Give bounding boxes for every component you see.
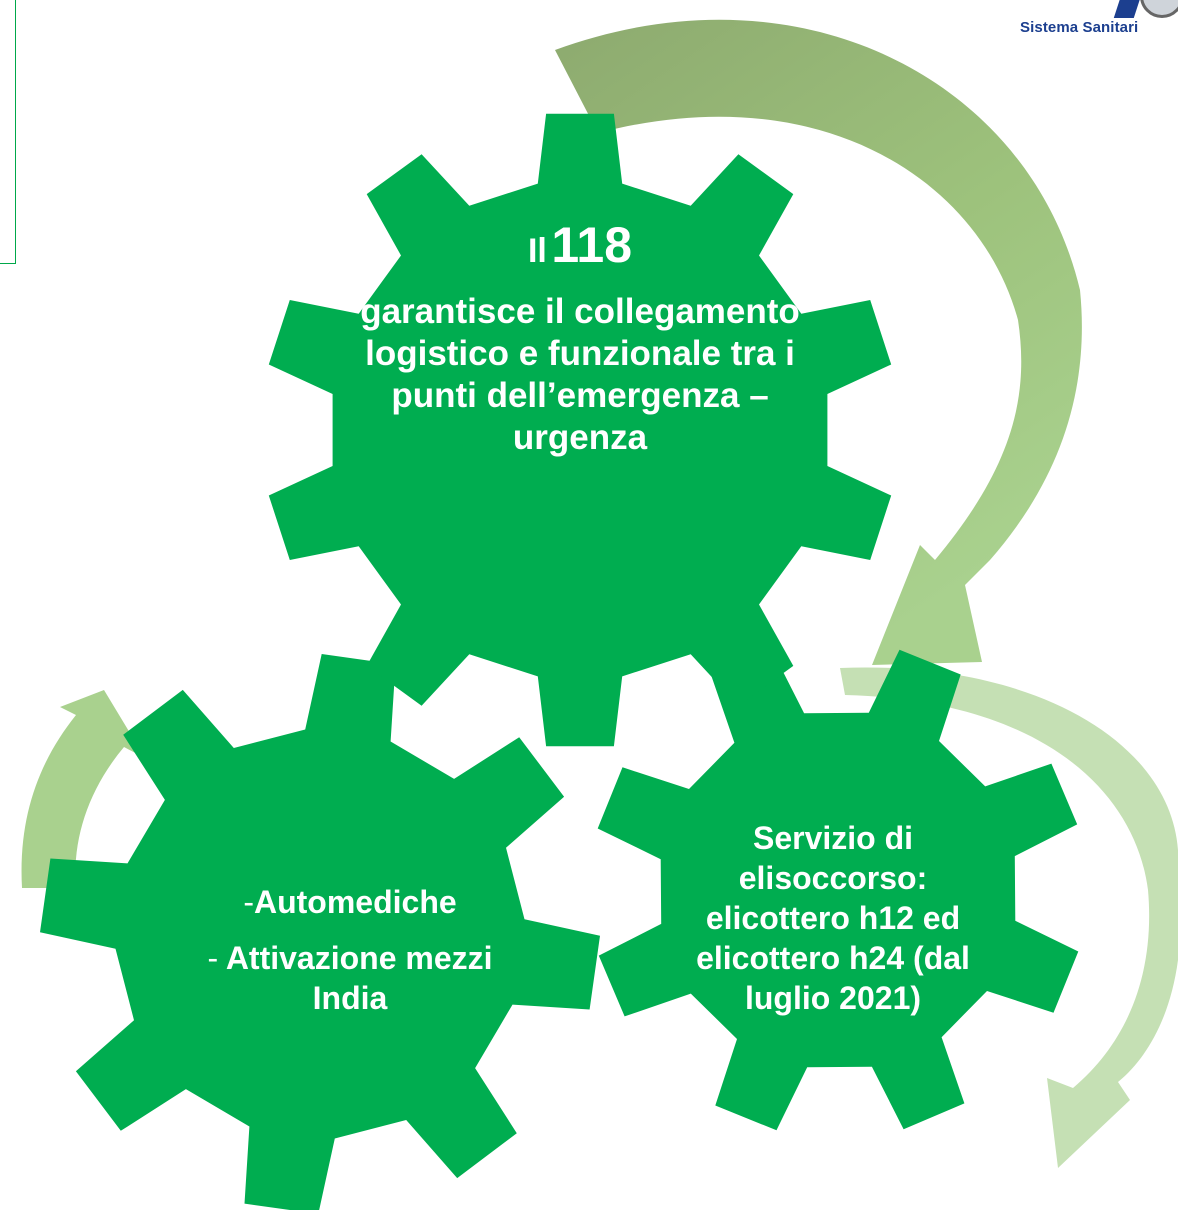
left-gear-item: -Automediche	[243, 884, 457, 920]
logo-mark-icon	[1113, 0, 1143, 18]
heading-prefix: Il	[527, 232, 547, 270]
logo-text: Sistema Sanitari	[1020, 19, 1139, 36]
gear-left	[40, 654, 600, 1210]
emblem-icon	[1140, 0, 1178, 18]
left-gear-item: - Attivazione mezzi India	[207, 940, 493, 1016]
center-gear-text: Il 118 garantisce il collegamento logist…	[360, 218, 800, 459]
cycle-arrow-top	[555, 19, 1082, 665]
center-gear-heading: Il 118	[360, 218, 800, 273]
heading-number: 118	[551, 217, 633, 273]
logo: Sistema Sanitari	[1012, 0, 1178, 46]
gear-center	[268, 113, 892, 747]
right-gear-text: Servizio di elisoccorso: elicottero h12 …	[696, 820, 970, 1016]
left-frame-line	[0, 0, 16, 264]
gear-right	[597, 649, 1079, 1131]
cycle-arrow-left	[21, 690, 145, 888]
left-gear-text: -Automediche - Attivazione mezzi India	[170, 882, 530, 1018]
center-gear-body: garantisce il collegamento logistico e f…	[360, 292, 800, 457]
